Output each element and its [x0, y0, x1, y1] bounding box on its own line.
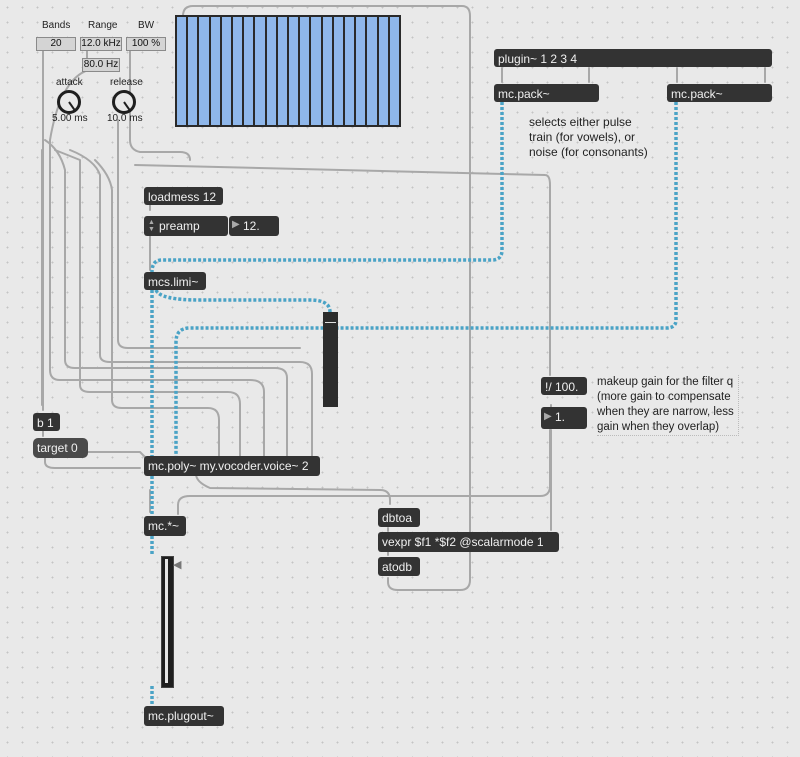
preamp-value-box[interactable]: ▶ 12.	[229, 216, 279, 236]
range-low-number-box[interactable]: 80.0 Hz	[82, 58, 120, 72]
div-value: 1.	[555, 410, 566, 424]
spectrum-bar	[177, 17, 187, 125]
b1-object[interactable]: b 1	[33, 413, 60, 431]
spectrum-bar	[289, 17, 299, 125]
spectrum-bar	[389, 17, 400, 125]
bw-label: BW	[138, 20, 155, 31]
triangle-right-icon: ▶	[232, 219, 240, 230]
makeup-comment: makeup gain for the filter q (more gain …	[597, 375, 739, 436]
selects-comment-line: selects either pulse	[529, 115, 632, 129]
spectrum-bar	[244, 17, 254, 125]
plugin-object[interactable]: plugin~ 1 2 3 4	[494, 49, 772, 67]
selects-comment-line: noise (for consonants)	[529, 145, 648, 159]
spectrum-bar	[188, 17, 198, 125]
atodb-object[interactable]: atodb	[378, 557, 420, 576]
vexpr-object[interactable]: vexpr $f1 *$f2 @scalarmode 1	[378, 532, 559, 552]
makeup-comment-line: (more gain to compensate	[597, 391, 731, 403]
spectrum-bar	[300, 17, 310, 125]
limiter-object[interactable]: mcs.limi~	[144, 272, 206, 290]
spectrum-multislider[interactable]	[175, 15, 401, 127]
attack-value: 5.00 ms	[52, 113, 88, 124]
bw-number-box[interactable]: 100 %	[126, 37, 166, 51]
preamp-value: 12.	[243, 219, 260, 233]
spectrum-bar	[199, 17, 209, 125]
mul-object[interactable]: mc.*~	[144, 516, 186, 536]
makeup-comment-line: when they are narrow, less	[597, 406, 734, 418]
selects-comment: selects either pulse train (for vowels),…	[529, 115, 648, 160]
spectrum-bar	[277, 17, 288, 125]
spectrum-bars	[177, 17, 400, 125]
spectrum-bar	[367, 17, 377, 125]
release-dial[interactable]	[112, 90, 136, 114]
preamp-number[interactable]: preamp ▲▼	[144, 216, 228, 236]
makeup-comment-line: makeup gain for the filter q	[597, 376, 734, 388]
bands-number-box[interactable]: 20	[36, 37, 76, 51]
gain-slider-track	[165, 559, 168, 683]
selects-comment-line: train (for vowels), or	[529, 130, 636, 144]
spectrum-bar	[221, 17, 232, 125]
preamp-label: preamp	[159, 219, 200, 233]
pack-right-object[interactable]: mc.pack~	[667, 84, 772, 102]
bands-label: Bands	[42, 20, 71, 31]
spectrum-bar	[233, 17, 243, 125]
spectrum-bar	[322, 17, 332, 125]
loadmess-object[interactable]: loadmess 12	[144, 187, 223, 205]
spectrum-bar	[333, 17, 344, 125]
triangle-right-icon: ▶	[544, 411, 552, 422]
release-label: release	[110, 77, 143, 88]
div-value-box[interactable]: ▶ 1.	[541, 407, 587, 429]
range-number-box[interactable]: 12.0 kHz	[80, 37, 122, 51]
stepper-icon: ▲▼	[148, 219, 155, 233]
poly-object[interactable]: mc.poly~ my.vocoder.voice~ 2	[144, 456, 320, 476]
plugout-object[interactable]: mc.plugout~	[144, 706, 224, 726]
pack-left-object[interactable]: mc.pack~	[494, 84, 599, 102]
spectrum-bar	[356, 17, 366, 125]
spectrum-bar	[255, 17, 265, 125]
dbtoa-object[interactable]: dbtoa	[378, 508, 420, 527]
div-object[interactable]: !/ 100.	[541, 377, 587, 395]
meter-tick	[325, 322, 336, 323]
spectrum-bar	[378, 17, 388, 125]
spectrum-bar	[210, 17, 220, 125]
spectrum-bar	[266, 17, 276, 125]
target-message[interactable]: target 0	[33, 438, 88, 458]
spectrum-bar	[311, 17, 321, 125]
range-label: Range	[88, 20, 118, 31]
attack-label: attack	[56, 77, 83, 88]
gain-slider[interactable]	[161, 556, 174, 688]
gain-slider-arrow-icon: ◀	[173, 559, 182, 571]
attack-dial[interactable]	[57, 90, 81, 114]
spectrum-bar	[345, 17, 355, 125]
release-value: 10.0 ms	[107, 113, 143, 124]
makeup-comment-line: gain when they overlap)	[597, 421, 720, 433]
level-meter	[323, 312, 338, 407]
